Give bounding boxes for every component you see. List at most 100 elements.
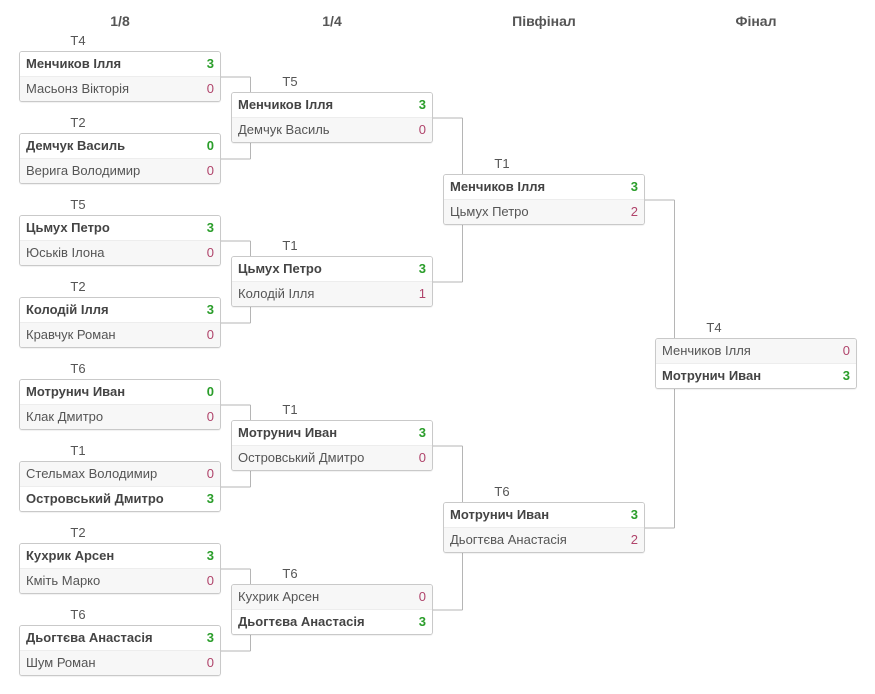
player-score: 3	[842, 368, 850, 383]
player-score: 3	[418, 614, 426, 629]
player-score: 3	[418, 425, 426, 440]
player-name: Стельмах Володимир	[26, 466, 158, 481]
player-name: Мотрунич Иван	[662, 368, 762, 383]
player-name: Мотрунич Иван	[238, 425, 338, 440]
player-row[interactable]: Мотрунич Иван 3	[444, 503, 644, 527]
player-name: Мотрунич Иван	[450, 507, 550, 522]
player-name: Кухрик Арсен	[26, 548, 115, 563]
player-name: Демчук Василь	[238, 122, 330, 137]
player-score: 3	[418, 261, 426, 276]
table-label: T1	[70, 443, 86, 458]
player-name: Цьмух Петро	[238, 261, 322, 276]
table-label: T5	[282, 74, 298, 89]
player-row[interactable]: Масьонз Вікторія 0	[20, 76, 220, 101]
player-row[interactable]: Цьмух Петро 2	[444, 199, 644, 224]
player-name: Островський Дмитро	[238, 450, 365, 465]
player-score: 0	[206, 384, 214, 399]
player-score: 0	[842, 343, 850, 358]
player-row[interactable]: Цьмух Петро 3	[232, 257, 432, 281]
player-row[interactable]: Колодій Ілля 3	[20, 298, 220, 322]
table-label: T6	[494, 484, 510, 499]
player-score: 0	[206, 163, 214, 178]
player-name: Кміть Марко	[26, 573, 101, 588]
player-row[interactable]: Островський Дмитро 0	[232, 445, 432, 470]
player-name: Менчиков Ілля	[662, 343, 751, 358]
player-name: Верига Володимир	[26, 163, 141, 178]
player-name: Дьогтєва Анастасія	[238, 614, 365, 629]
table-label: T1	[282, 402, 298, 417]
player-score: 3	[630, 507, 638, 522]
player-name: Цьмух Петро	[26, 220, 110, 235]
player-name: Масьонз Вікторія	[26, 81, 130, 96]
player-score: 0	[206, 327, 214, 342]
player-score: 3	[206, 302, 214, 317]
player-name: Колодій Ілля	[26, 302, 109, 317]
player-row[interactable]: Менчиков Ілля 0	[656, 339, 856, 363]
player-row[interactable]: Мотрунич Иван 3	[232, 421, 432, 445]
player-score: 0	[206, 245, 214, 260]
round-title-3: Фінал	[735, 13, 777, 29]
player-name: Цьмух Петро	[450, 204, 529, 219]
table-label: T5	[70, 197, 86, 212]
player-score: 0	[418, 450, 426, 465]
player-row[interactable]: Дьогтєва Анастасія 3	[232, 609, 432, 634]
table-label: T2	[70, 115, 86, 130]
round-title-1: 1/4	[322, 13, 342, 29]
player-score: 3	[206, 491, 214, 506]
player-name: Шум Роман	[26, 655, 96, 670]
table-label: T2	[70, 279, 86, 294]
player-score: 2	[630, 204, 638, 219]
player-score: 2	[630, 532, 638, 547]
player-row[interactable]: Мотрунич Иван 3	[656, 363, 856, 388]
player-name: Кухрик Арсен	[238, 589, 320, 604]
player-score: 0	[206, 81, 214, 96]
player-score: 3	[630, 179, 638, 194]
table-label: T4	[70, 33, 86, 48]
table-label: T6	[70, 361, 86, 376]
player-name: Менчиков Ілля	[238, 97, 334, 112]
player-row[interactable]: Стельмах Володимир 0	[20, 462, 220, 486]
player-row[interactable]: Верига Володимир 0	[20, 158, 220, 183]
player-score: 0	[206, 466, 214, 481]
